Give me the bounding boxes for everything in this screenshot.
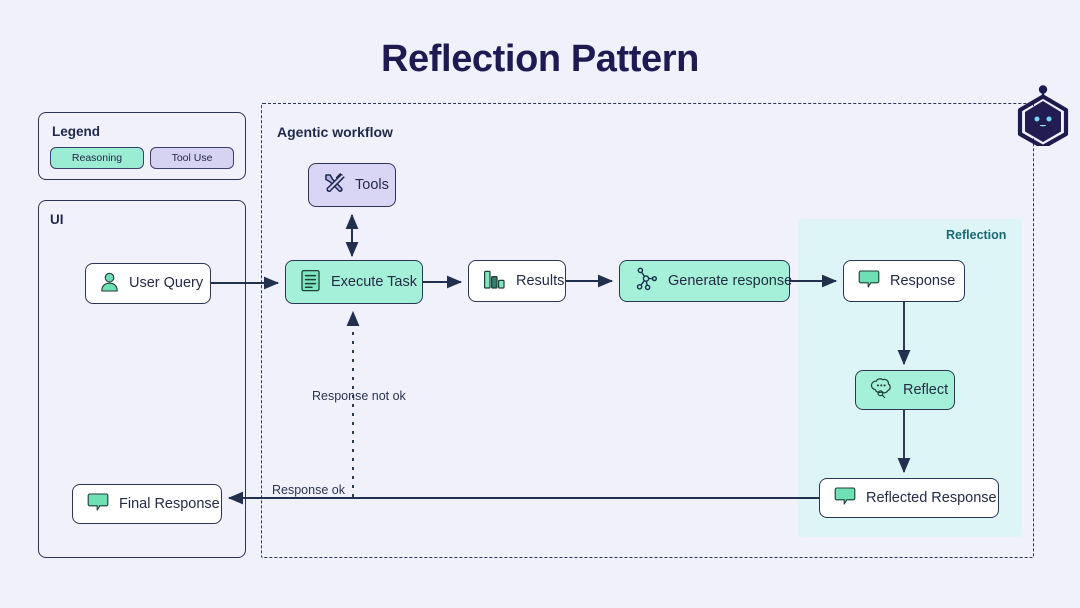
legend-title: Legend bbox=[52, 124, 101, 139]
agentic-workflow-panel bbox=[261, 103, 1034, 558]
thought-bubble-search-icon bbox=[870, 377, 893, 404]
node-final-response[interactable]: Final Response bbox=[72, 484, 222, 524]
document-list-icon bbox=[300, 269, 321, 296]
node-results-label: Results bbox=[516, 272, 565, 289]
reflection-panel-title: Reflection bbox=[946, 228, 1007, 242]
node-reflected-response-label: Reflected Response bbox=[866, 489, 997, 506]
legend-chip-tool-use: Tool Use bbox=[150, 147, 234, 169]
ui-panel-title: UI bbox=[50, 212, 64, 227]
agentic-workflow-title: Agentic workflow bbox=[277, 124, 393, 140]
node-tools-label: Tools bbox=[355, 176, 389, 193]
node-response-label: Response bbox=[890, 272, 956, 289]
user-icon bbox=[100, 272, 119, 296]
node-user-query-label: User Query bbox=[129, 275, 204, 292]
node-execute-task[interactable]: Execute Task bbox=[285, 260, 423, 304]
edge-label-response-not-ok: Response not ok bbox=[312, 389, 406, 403]
bar-chart-icon bbox=[483, 269, 506, 294]
legend-chip-reasoning: Reasoning bbox=[50, 147, 144, 169]
node-reflected-response[interactable]: Reflected Response bbox=[819, 478, 999, 518]
page-title: Reflection Pattern bbox=[381, 38, 699, 80]
hexagon-bot-icon bbox=[1014, 84, 1072, 150]
speech-bubble-icon bbox=[858, 269, 880, 293]
node-generate-response-label: Generate response bbox=[668, 272, 793, 289]
speech-bubble-icon bbox=[87, 492, 109, 516]
node-results[interactable]: Results bbox=[468, 260, 566, 302]
edge-label-response-ok: Response ok bbox=[272, 483, 345, 497]
node-tools[interactable]: Tools bbox=[308, 163, 396, 207]
speech-bubble-icon bbox=[834, 486, 856, 510]
node-graph-icon bbox=[634, 267, 658, 295]
node-response[interactable]: Response bbox=[843, 260, 965, 302]
node-reflect[interactable]: Reflect bbox=[855, 370, 955, 410]
node-reflect-label: Reflect bbox=[903, 381, 949, 398]
legend-panel bbox=[38, 112, 246, 180]
node-user-query[interactable]: User Query bbox=[85, 263, 211, 304]
node-generate-response[interactable]: Generate response bbox=[619, 260, 793, 302]
node-execute-task-label: Execute Task bbox=[331, 273, 417, 290]
tools-wrench-screwdriver-icon bbox=[323, 172, 345, 198]
node-final-response-label: Final Response bbox=[119, 495, 220, 512]
